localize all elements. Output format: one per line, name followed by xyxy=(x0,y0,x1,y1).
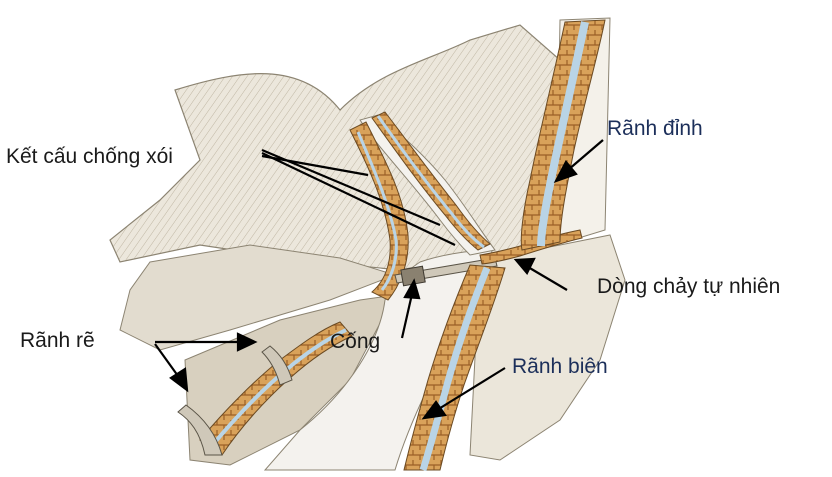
label-culvert: Cống xyxy=(330,331,380,352)
label-branch-ditch: Rãnh rẽ xyxy=(20,330,95,351)
label-erosion-structure: Kết cấu chống xói xyxy=(6,146,173,167)
label-side-ditch: Rãnh biên xyxy=(512,356,608,377)
hillside-upper xyxy=(110,25,560,270)
label-crest-ditch: Rãnh đỉnh xyxy=(607,118,703,139)
label-natural-flow: Dòng chảy tự nhiên xyxy=(597,276,780,297)
